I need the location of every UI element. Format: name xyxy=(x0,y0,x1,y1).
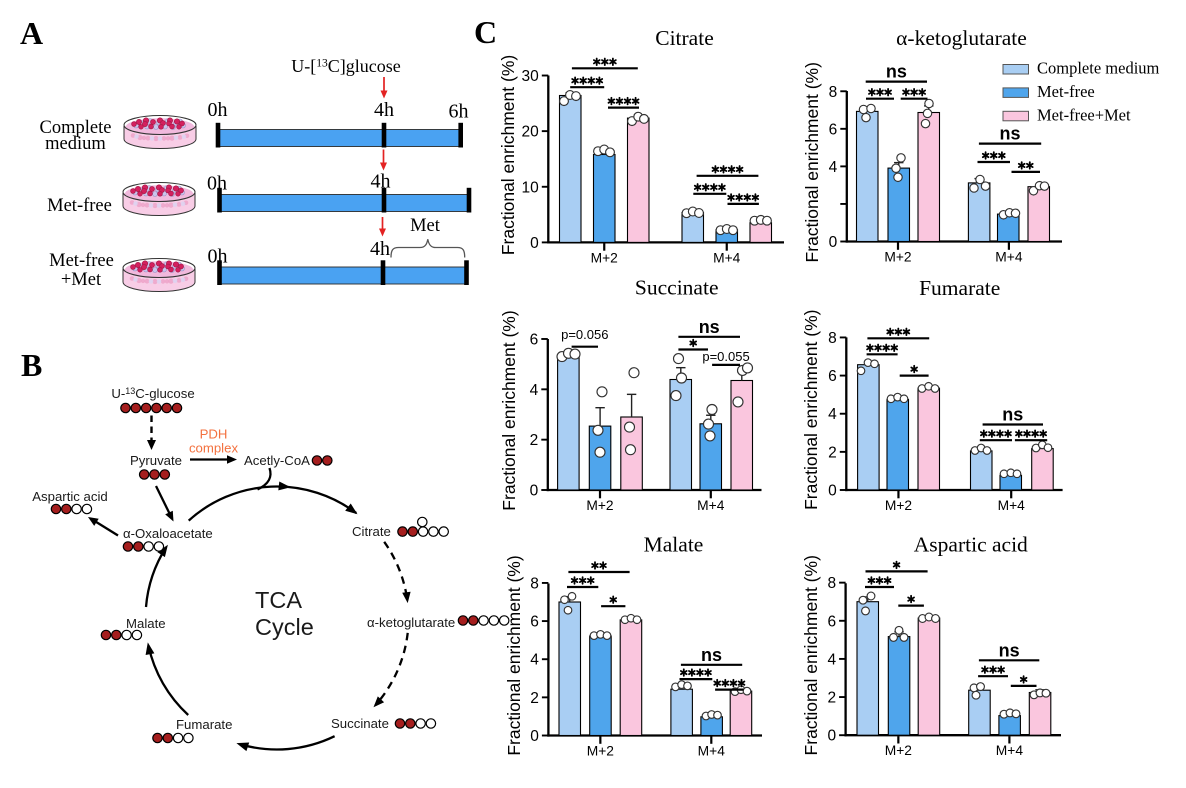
svg-text:ns: ns xyxy=(999,640,1020,660)
svg-text:+Met: +Met xyxy=(61,270,102,290)
svg-text:Fractional enrichment (%): Fractional enrichment (%) xyxy=(801,310,821,510)
svg-text:ns: ns xyxy=(1002,405,1023,425)
svg-text:6: 6 xyxy=(530,614,539,631)
svg-text:Fractional enrichment (%): Fractional enrichment (%) xyxy=(499,310,519,510)
svg-text:2: 2 xyxy=(827,690,836,707)
svg-text:Fumarate: Fumarate xyxy=(176,717,232,732)
svg-text:Complete medium: Complete medium xyxy=(1037,59,1160,78)
svg-text:Fumarate: Fumarate xyxy=(919,276,1000,300)
svg-text:p=0.056: p=0.056 xyxy=(561,327,608,342)
svg-text:4: 4 xyxy=(530,382,539,399)
svg-text:0: 0 xyxy=(827,728,836,745)
svg-text:Succinate: Succinate xyxy=(331,716,389,731)
svg-text:medium: medium xyxy=(45,134,106,154)
svg-text:Pyruvate: Pyruvate xyxy=(130,453,182,468)
svg-text:M+4: M+4 xyxy=(698,744,726,759)
svg-text:B: B xyxy=(21,347,42,383)
svg-text:α-ketoglutarate: α-ketoglutarate xyxy=(896,26,1027,50)
svg-text:0: 0 xyxy=(828,483,837,500)
svg-text:6: 6 xyxy=(828,368,837,385)
svg-text:2: 2 xyxy=(828,444,837,461)
svg-text:4h: 4h xyxy=(371,171,391,193)
svg-text:4: 4 xyxy=(829,159,838,176)
svg-text:Malate: Malate xyxy=(126,616,166,631)
svg-text:8: 8 xyxy=(530,575,539,592)
svg-text:4: 4 xyxy=(530,652,539,669)
svg-text:0: 0 xyxy=(829,234,838,251)
svg-text:p=0.055: p=0.055 xyxy=(702,349,749,364)
svg-text:6: 6 xyxy=(530,331,539,348)
svg-text:4: 4 xyxy=(828,406,837,423)
svg-text:M+2: M+2 xyxy=(885,498,912,513)
svg-text:α-ketoglutarate: α-ketoglutarate xyxy=(367,615,455,630)
svg-text:2: 2 xyxy=(530,690,539,707)
svg-text:4: 4 xyxy=(827,651,836,668)
svg-text:8: 8 xyxy=(828,330,837,347)
svg-text:M+4: M+4 xyxy=(998,498,1026,513)
svg-text:PDH: PDH xyxy=(200,427,228,442)
svg-text:M+4: M+4 xyxy=(996,743,1024,758)
svg-text:4h: 4h xyxy=(374,99,394,121)
svg-text:10: 10 xyxy=(522,179,540,196)
svg-text:Malate: Malate xyxy=(644,533,704,557)
svg-text:Cycle: Cycle xyxy=(255,614,314,640)
svg-text:Complete: Complete xyxy=(40,118,112,138)
svg-text:Aspartic acid: Aspartic acid xyxy=(914,533,1028,557)
svg-text:0: 0 xyxy=(530,728,539,745)
svg-text:Met-free: Met-free xyxy=(49,251,114,271)
svg-text:Met-free+Met: Met-free+Met xyxy=(1037,106,1131,125)
svg-text:complex: complex xyxy=(189,441,239,456)
svg-text:M+2: M+2 xyxy=(587,744,614,759)
svg-text:0: 0 xyxy=(530,483,539,500)
svg-text:C: C xyxy=(474,14,497,50)
svg-text:Met-free: Met-free xyxy=(1037,82,1095,101)
svg-text:8: 8 xyxy=(829,84,838,101)
svg-text:M+4: M+4 xyxy=(995,250,1023,265)
svg-text:TCA: TCA xyxy=(255,587,302,613)
svg-text:M+2: M+2 xyxy=(591,250,618,265)
svg-text:0: 0 xyxy=(530,235,539,252)
svg-text:M+2: M+2 xyxy=(586,498,613,513)
svg-text:2: 2 xyxy=(530,432,539,449)
svg-text:30: 30 xyxy=(522,68,540,85)
svg-text:M+4: M+4 xyxy=(713,250,741,265)
svg-text:Succinate: Succinate xyxy=(635,276,719,300)
svg-text:Met-free: Met-free xyxy=(47,196,112,216)
svg-text:Citrate: Citrate xyxy=(655,26,714,50)
svg-text:U-[13C]glucose: U-[13C]glucose xyxy=(291,56,400,76)
svg-text:α-Oxaloacetate: α-Oxaloacetate xyxy=(123,526,213,541)
svg-text:ns: ns xyxy=(886,62,907,82)
svg-text:20: 20 xyxy=(522,124,540,141)
svg-text:6: 6 xyxy=(829,121,838,138)
svg-text:M+2: M+2 xyxy=(885,743,912,758)
svg-text:A: A xyxy=(20,15,43,51)
svg-text:M+4: M+4 xyxy=(697,498,725,513)
svg-text:4h: 4h xyxy=(370,238,390,260)
svg-text:ns: ns xyxy=(701,645,722,665)
svg-text:Aspartic acid: Aspartic acid xyxy=(32,489,108,504)
svg-text:Fractional enrichment (%): Fractional enrichment (%) xyxy=(504,555,524,755)
svg-text:ns: ns xyxy=(699,317,720,337)
svg-text:Acetly-CoA: Acetly-CoA xyxy=(244,453,310,468)
svg-text:ns: ns xyxy=(1000,124,1021,144)
svg-text:Fractional enrichment (%): Fractional enrichment (%) xyxy=(801,555,821,755)
svg-text:U-13C-glucose: U-13C-glucose xyxy=(111,386,194,401)
svg-text:0h: 0h xyxy=(208,246,228,268)
svg-text:6h: 6h xyxy=(449,101,469,123)
svg-text:8: 8 xyxy=(827,575,836,592)
svg-text:6: 6 xyxy=(827,613,836,630)
svg-text:M+2: M+2 xyxy=(884,250,911,265)
svg-text:Citrate: Citrate xyxy=(352,524,391,539)
svg-text:0h: 0h xyxy=(208,99,228,121)
svg-text:0h: 0h xyxy=(207,173,227,195)
svg-text:Fractional enrichment (%): Fractional enrichment (%) xyxy=(498,55,518,255)
svg-text:Met: Met xyxy=(410,216,441,236)
svg-text:Fractional enrichment (%): Fractional enrichment (%) xyxy=(802,62,822,262)
